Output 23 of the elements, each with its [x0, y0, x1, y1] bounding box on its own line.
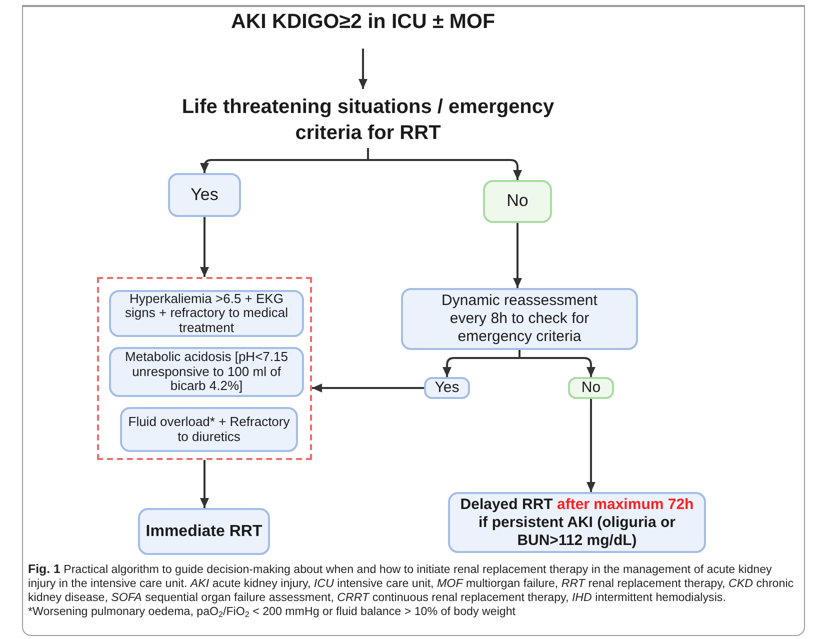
process-box: Dynamic reassessment every 8h to check for emergency criteria — [401, 288, 638, 350]
dashed-group-frame — [97, 277, 312, 460]
diagram-heading: AKI KDIGO≥2 in ICU ± MOF — [227, 8, 499, 37]
flow-arrow — [358, 48, 368, 89]
flow-arrow — [200, 460, 209, 508]
flow-arrow — [367, 148, 522, 180]
criterion-box: Hyperkaliemia >6.5 + EKG signs + refractory to medical treatment — [109, 290, 304, 337]
flow-arrow — [518, 350, 596, 377]
footnote-text: *Worsening pulmonary oedema, paO$_{2}$/FiO$_{2}$ < 200 mmHg or fluid balance > 10% of body weight — [28, 605, 517, 619]
criterion-box: Fluid overload* + Refractory to diuretics — [120, 407, 298, 452]
choice-box: No — [568, 377, 614, 399]
flow-arrow — [312, 384, 424, 392]
flow-arrow — [586, 399, 596, 492]
choice-box: Yes — [168, 173, 241, 217]
choice-box: Yes — [424, 377, 470, 399]
choice-box: No — [483, 180, 552, 223]
criterion-box: Metabolic acidosis [pH<7.15 unresponsive to 100 ml of bicarb 4.2%] — [109, 347, 304, 397]
flow-arrow — [513, 223, 522, 288]
outcome-box: Delayed RRT after maximum 72h if persistent AKI (oliguria or BUN>112 mg/dL) — [448, 492, 706, 553]
outcome-box: Immediate RRT — [138, 508, 270, 555]
figure-caption: Fig. 1 Practical algorithm to guide decision-making about when and how to initiate renal replacement therapy in the management of acute kidney injury in the intensive care unit. AKI acute kidney injury, ICU intensive care unit, MOF multiorgan failure, RRT renal replacement therapy, CKD chronic kidney disease, SOFA sequential organ failure assessment, CRRT continuous renal replacement therapy, IHD intermittent hemodialysis. — [28, 562, 795, 605]
decision-question: Life threatening situations / emergency criteria for RRT — [172, 92, 564, 148]
flow-arrow — [200, 217, 209, 277]
